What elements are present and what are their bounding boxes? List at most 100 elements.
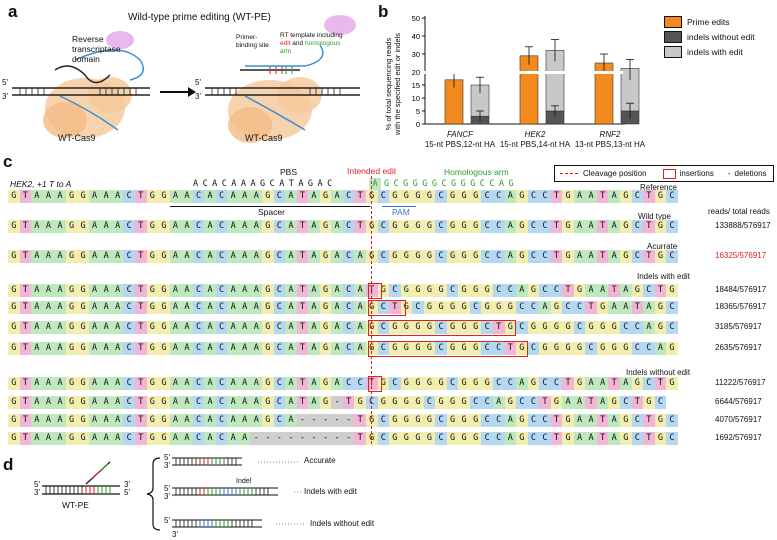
nucleotide: G <box>400 377 413 390</box>
nucleotide: G <box>458 301 470 314</box>
nucleotide: G <box>654 250 667 263</box>
outcome-indel-without-edit <box>172 519 262 528</box>
nucleotide: C <box>273 342 286 355</box>
nucleotide: A <box>308 396 320 409</box>
nucleotide: G <box>435 377 447 390</box>
nucleotide: A <box>504 250 517 263</box>
nucleotide: A <box>54 432 66 445</box>
wtpe-label: WT-PE <box>62 500 89 510</box>
nucleotide: G <box>562 190 574 203</box>
nucleotide: A <box>181 284 193 297</box>
nucleotide: A <box>88 414 101 427</box>
nucleotide: T <box>492 321 505 334</box>
nucleotide: C <box>666 220 678 233</box>
nucleotide: G <box>8 220 20 233</box>
nucleotide: G <box>458 321 470 334</box>
nucleotide: A <box>88 284 101 297</box>
nucleotide: C <box>504 284 517 297</box>
y-tick-label: 40 <box>412 32 420 41</box>
nucleotide: A <box>111 377 124 390</box>
nucleotide: A <box>573 250 586 263</box>
nucleotide: A <box>204 414 216 427</box>
nucleotide: C <box>562 301 574 314</box>
nucleotide: A <box>308 190 320 203</box>
nucleotide: C <box>377 432 390 445</box>
nucleotide: C <box>585 342 597 355</box>
nucleotide: C <box>389 377 401 390</box>
nucleotide: C <box>666 414 678 427</box>
nucleotide: A <box>100 342 112 355</box>
nucleotide: G <box>458 377 470 390</box>
nucleotide: C <box>527 414 540 427</box>
nucleotide: C <box>539 284 551 297</box>
nucleotide: G <box>262 342 274 355</box>
nucleotide: T <box>19 220 32 233</box>
nucleotide: G <box>158 377 170 390</box>
nucleotide: T <box>550 414 563 427</box>
nucleotide: A <box>608 301 620 314</box>
nucleotide: G <box>504 321 517 334</box>
nucleotide: A <box>111 432 124 445</box>
read-count: 133888/576917 <box>715 221 771 230</box>
nucleotide: C <box>377 190 390 203</box>
nucleotide: C <box>666 250 678 263</box>
nucleotide: C <box>527 396 540 409</box>
nucleotide: A <box>539 301 551 314</box>
nucleotide: G <box>562 414 574 427</box>
deleted-nucleotide: - <box>250 432 263 445</box>
nucleotide: G <box>631 377 644 390</box>
d-indels-without-edit: Indels without edit <box>310 519 375 528</box>
right-rt-domain <box>324 15 356 35</box>
nucleotide: G <box>550 342 563 355</box>
nucleotide: A <box>31 220 43 233</box>
nucleotide: A <box>42 301 55 314</box>
nucleotide: C <box>516 301 528 314</box>
legend-swatch-without <box>664 31 682 43</box>
nucleotide: G <box>412 321 424 334</box>
nucleotide: A <box>573 190 586 203</box>
nucleotide: A <box>54 342 66 355</box>
nucleotide: T <box>19 321 32 334</box>
pbs-sequence: ACACAAAGCATAGAC <box>193 179 337 189</box>
nucleotide: A <box>31 377 43 390</box>
y-tick-label: 50 <box>412 14 420 23</box>
rt-template-and: and <box>292 40 304 47</box>
nucleotide: G <box>412 284 424 297</box>
nucleotide: T <box>296 301 309 314</box>
nucleotide: C <box>215 414 228 427</box>
nucleotide: G <box>8 432 20 445</box>
nucleotide: A <box>250 321 263 334</box>
ha-sequence: GCGGGGCGGGCCAG <box>384 179 519 189</box>
rt-domain-label: Reverse transcriptase domain <box>72 34 121 64</box>
nucleotide: C <box>377 250 390 263</box>
nucleotide: C <box>377 342 390 355</box>
nucleotide: A <box>31 432 43 445</box>
nucleotide: G <box>158 396 170 409</box>
nucleotide: A <box>181 190 193 203</box>
nucleotide: C <box>123 321 136 334</box>
nucleotide: G <box>481 284 493 297</box>
nucleotide: A <box>504 190 517 203</box>
nucleotide: A <box>88 396 101 409</box>
nucleotide: A <box>100 220 112 233</box>
nucleotide: A <box>573 220 586 233</box>
nucleotide: G <box>262 414 274 427</box>
rt-template-label: RT template including edit and homologou… <box>280 32 360 56</box>
nucleotide: T <box>135 301 147 314</box>
accurate-label: Acurrate <box>647 242 678 251</box>
nucleotide: C <box>273 377 286 390</box>
nucleotide: C <box>654 396 667 409</box>
nucleotide: G <box>262 321 274 334</box>
nucleotide: G <box>262 190 274 203</box>
nucleotide: G <box>319 321 332 334</box>
y-tick-label: 5 <box>416 107 420 116</box>
nucleotide: G <box>619 190 632 203</box>
nucleotide: T <box>596 220 609 233</box>
panel-c-legend: Cleavage position insertions - deletions <box>554 165 774 182</box>
nucleotide: C <box>435 342 447 355</box>
nucleotide: G <box>8 284 20 297</box>
nucleotide: G <box>8 250 20 263</box>
d-wo-5prime: 5' <box>164 516 170 525</box>
